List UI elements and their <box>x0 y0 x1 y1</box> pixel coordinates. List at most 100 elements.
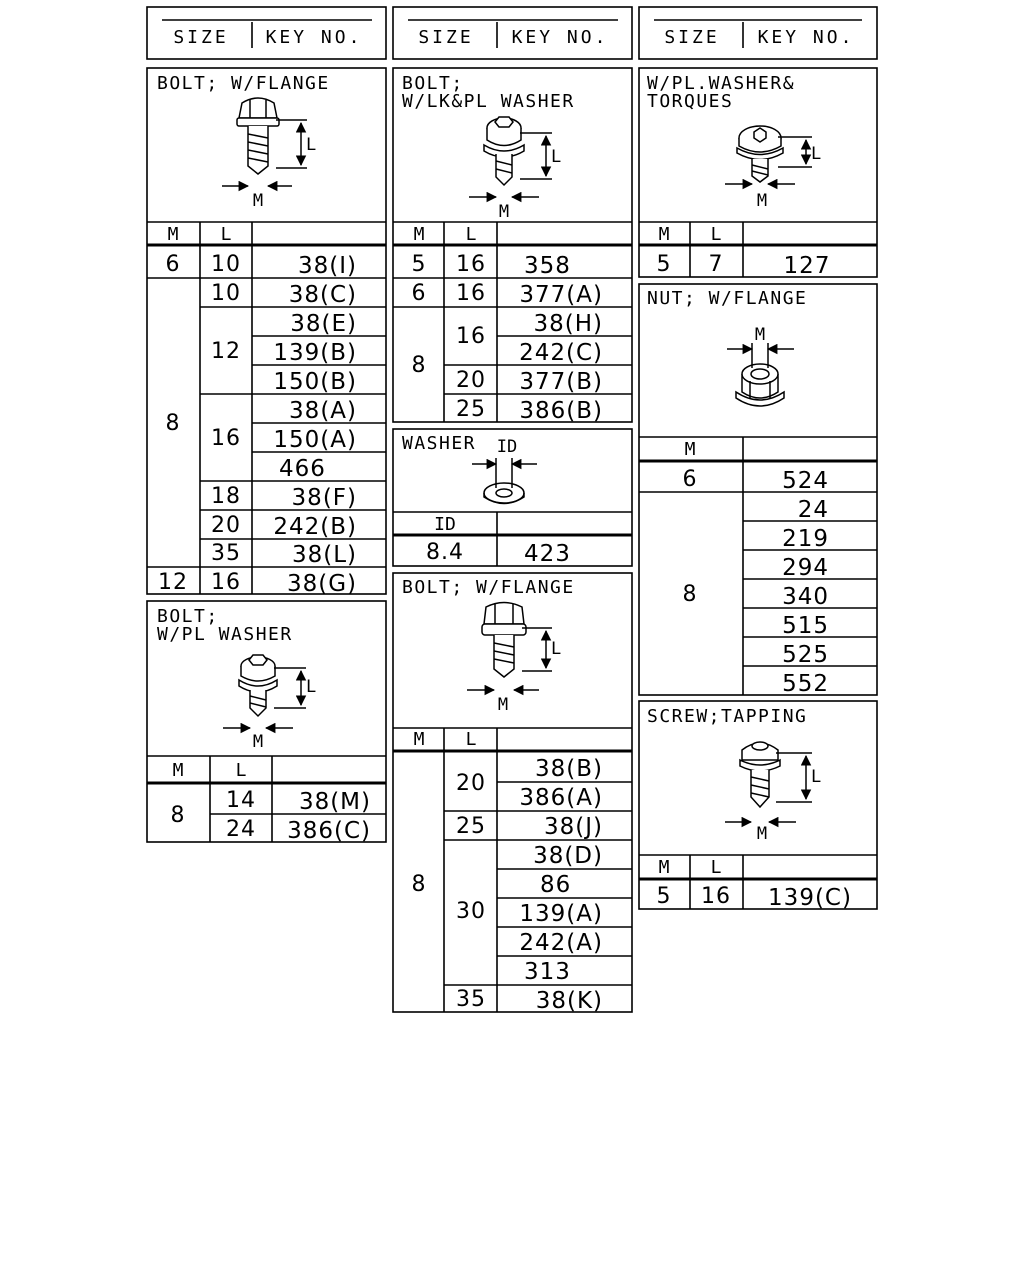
flange-nut-icon <box>735 363 785 407</box>
cell-key: 38(B) <box>535 756 603 782</box>
cell-l: 20 <box>456 771 486 796</box>
cell-m: 8 <box>412 353 427 378</box>
title-nut-flange: NUT; W/FLANGE <box>647 288 807 309</box>
table-washer-torques: 5 7 127 <box>657 252 830 279</box>
title-bolt-pl-washer-1: BOLT; <box>157 606 219 627</box>
col-m-6: M <box>685 439 696 460</box>
cell-l: 16 <box>456 281 486 306</box>
cell-key: 386(A) <box>519 785 603 811</box>
cell-l: 20 <box>211 513 241 538</box>
headers: SIZE KEY NO. SIZE KEY NO. SIZE KEY NO. <box>173 27 855 48</box>
col-l-5: L <box>711 224 722 245</box>
cell-key: 294 <box>782 555 829 581</box>
cell-key: 313 <box>524 959 571 985</box>
cell-m: 12 <box>158 570 188 595</box>
cell-key: 525 <box>782 642 829 668</box>
table-bolt-flange-1: 6 8 12 10 10 12 16 18 20 35 16 38(I) 38(… <box>158 252 357 597</box>
size-header-3: SIZE <box>664 27 719 48</box>
cell-l: 24 <box>226 817 256 842</box>
table-bolt-pl-washer: 8 14 24 38(M) 386(C) <box>171 788 371 844</box>
col-l-4: L <box>466 729 477 750</box>
cell-l: 16 <box>456 324 486 349</box>
cell-l: 16 <box>211 426 241 451</box>
table-nut-flange: 6 8 524 24 219 294 340 515 525 552 <box>683 467 829 697</box>
key-header-1: KEY NO. <box>266 27 363 48</box>
table-bolt-lk-pl-washer: 5 6 8 16 16 16 20 25 358 377(A) 38(H) 24… <box>412 252 603 424</box>
cell-m: 5 <box>657 252 672 277</box>
cell-key: 242(B) <box>273 514 357 540</box>
cell-key: 150(B) <box>273 369 357 395</box>
torx-washer-bolt-icon <box>736 125 784 183</box>
title-bolt-flange-2: BOLT; W/FLANGE <box>402 577 575 598</box>
key-header-2: KEY NO. <box>512 27 609 48</box>
cell-key: 242(A) <box>519 930 603 956</box>
col-m-5: M <box>659 224 670 245</box>
dim-l-1: L <box>306 135 316 155</box>
title-bolt-pl-washer-2: W/PL WASHER <box>157 624 293 645</box>
cell-m: 6 <box>412 281 427 306</box>
key-header-3: KEY NO. <box>758 27 855 48</box>
cell-key: 38(K) <box>536 988 603 1014</box>
cell-key: 38(A) <box>289 398 357 424</box>
cell-key: 466 <box>279 456 326 482</box>
table-frames <box>146 6 878 1013</box>
dim-m-5: M <box>757 191 767 211</box>
cell-key: 524 <box>782 468 829 494</box>
cell-l: 20 <box>456 368 486 393</box>
title-bolt-flange-1: BOLT; W/FLANGE <box>157 73 330 94</box>
cell-m: 8 <box>171 803 186 828</box>
cell-key: 150(A) <box>273 427 357 453</box>
dim-m-3: M <box>499 202 509 222</box>
tapping-screw-icon <box>739 741 781 809</box>
cell-l: 35 <box>211 541 241 566</box>
dim-l-4: L <box>551 639 561 659</box>
cell-key: 38(M) <box>299 789 371 815</box>
column-labels: M L M L M L ID M L M L M M L <box>168 224 722 878</box>
cell-l: 35 <box>456 987 486 1012</box>
table-screw-tapping: 5 16 139(C) <box>657 884 851 911</box>
cell-key: 38(L) <box>292 542 357 568</box>
cell-key: 24 <box>798 497 829 523</box>
table-bolt-flange-2: 8 20 25 30 35 38(B) 386(A) 38(J) 38(D) 8… <box>412 756 603 1014</box>
col-m-1: M <box>168 224 179 245</box>
cell-key: 358 <box>524 253 571 279</box>
dim-l-2: L <box>306 677 316 697</box>
dim-id: ID <box>497 437 517 457</box>
cell-m: 8 <box>166 411 181 436</box>
dim-m-4: M <box>498 695 508 715</box>
col-m-4: M <box>414 729 425 750</box>
cell-l: 16 <box>456 252 486 277</box>
section-titles: BOLT; W/FLANGE BOLT; W/PL WASHER BOLT; W… <box>157 73 807 727</box>
cell-m: 5 <box>657 884 672 909</box>
cell-m: 5 <box>412 252 427 277</box>
cell-key: 38(C) <box>289 282 357 308</box>
cell-key: 377(B) <box>519 369 603 395</box>
dim-lines <box>222 119 307 192</box>
col-l-7: L <box>711 857 722 878</box>
col-id: ID <box>434 514 456 535</box>
size-header-1: SIZE <box>173 27 228 48</box>
title-bolt-lk-2: W/LK&PL WASHER <box>402 91 575 112</box>
cell-key: 340 <box>782 584 829 610</box>
col-l-3: L <box>466 224 477 245</box>
cell-key: 38(F) <box>292 485 357 511</box>
dim-m-6: M <box>755 325 765 345</box>
cell-m: 8 <box>683 582 698 607</box>
cell-key: 386(C) <box>287 818 371 844</box>
cell-key: 38(I) <box>298 253 357 279</box>
cell-key: 86 <box>540 872 571 898</box>
cell-l: 12 <box>211 339 241 364</box>
table-washer: 8.4 423 <box>426 540 570 567</box>
cell-key: 38(G) <box>287 571 357 597</box>
pl-washer-bolt-icon <box>238 654 278 718</box>
title-screw-tapping: SCREW;TAPPING <box>647 706 807 727</box>
cell-key: 139(A) <box>519 901 603 927</box>
cell-key: 386(B) <box>519 398 603 424</box>
cell-key: 515 <box>782 613 829 639</box>
cell-l: 14 <box>226 788 256 813</box>
col-l-2: L <box>236 760 247 781</box>
cell-m: 8 <box>412 872 427 897</box>
cell-key: 552 <box>782 671 829 697</box>
cell-l: 16 <box>701 884 731 909</box>
